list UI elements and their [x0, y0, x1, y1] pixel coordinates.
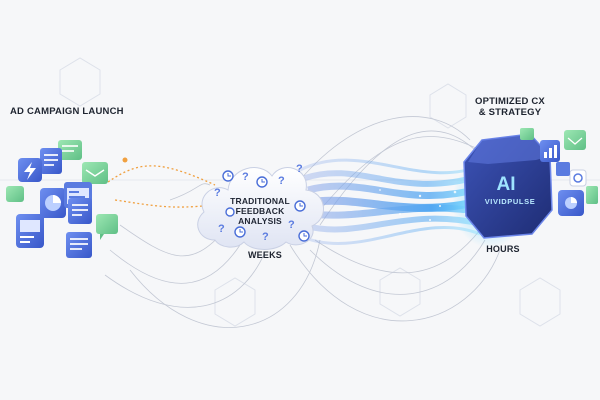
left-card-cluster — [6, 140, 118, 258]
campaign-label: AD CAMPAIGN LAUNCH — [10, 106, 124, 117]
ai-text: AI — [497, 174, 516, 195]
ai-processor — [452, 133, 553, 248]
svg-text:?: ? — [262, 231, 269, 243]
svg-text:?: ? — [242, 171, 249, 183]
document-icon — [68, 198, 92, 224]
campaign-label-text: AD CAMPAIGN LAUNCH — [10, 106, 124, 117]
browser-window-icon — [16, 214, 44, 248]
pie-chart-icon — [558, 190, 584, 216]
pie-chart-icon — [40, 188, 66, 218]
optimized-label-line2: & STRATEGY — [478, 107, 542, 118]
svg-text:?: ? — [214, 187, 221, 199]
chat-bubble-icon — [6, 186, 24, 202]
svg-text:?: ? — [218, 223, 225, 235]
cloud-label: TRADITIONAL FEEDBACK ANALYSIS — [215, 196, 305, 226]
weeks-label: WEEKS — [247, 250, 282, 260]
brand-name: VIVIDPULSE — [485, 197, 536, 206]
svg-text:?: ? — [288, 219, 295, 231]
orange-dot — [122, 157, 128, 163]
svg-text:?: ? — [296, 163, 303, 175]
document-icon — [556, 162, 570, 176]
chat-bubble-icon — [586, 186, 598, 204]
chat-bubble-icon — [58, 140, 82, 160]
orange-flow-arrows — [107, 165, 216, 208]
document-icon — [520, 128, 534, 140]
lightning-icon — [18, 158, 42, 182]
bar-chart-icon — [540, 140, 560, 162]
clock-hands — [227, 173, 307, 237]
document-icon — [40, 148, 62, 174]
gear-icon — [569, 169, 587, 187]
chat-bubble-icon — [82, 162, 108, 184]
cloud-label-line1: TRADITIONAL — [230, 196, 290, 206]
optimized-label: OPTIMIZED CX & STRATEGY — [470, 96, 550, 118]
right-card-cluster — [520, 128, 598, 216]
chat-bubble-icon — [564, 130, 586, 150]
question-mark-icon: ?? ?? ?? ? — [214, 163, 303, 243]
cloud-label-line2: FEEDBACK — [235, 206, 285, 216]
cloud-label-line3: ANALYSIS — [238, 216, 282, 226]
hours-label: HOURS — [486, 244, 520, 254]
feedback-cloud — [197, 167, 324, 250]
optimized-label-line1: OPTIMIZED CX — [475, 96, 545, 107]
chat-bubble-icon — [96, 214, 118, 240]
document-icon — [66, 232, 92, 258]
svg-text:?: ? — [278, 175, 285, 187]
